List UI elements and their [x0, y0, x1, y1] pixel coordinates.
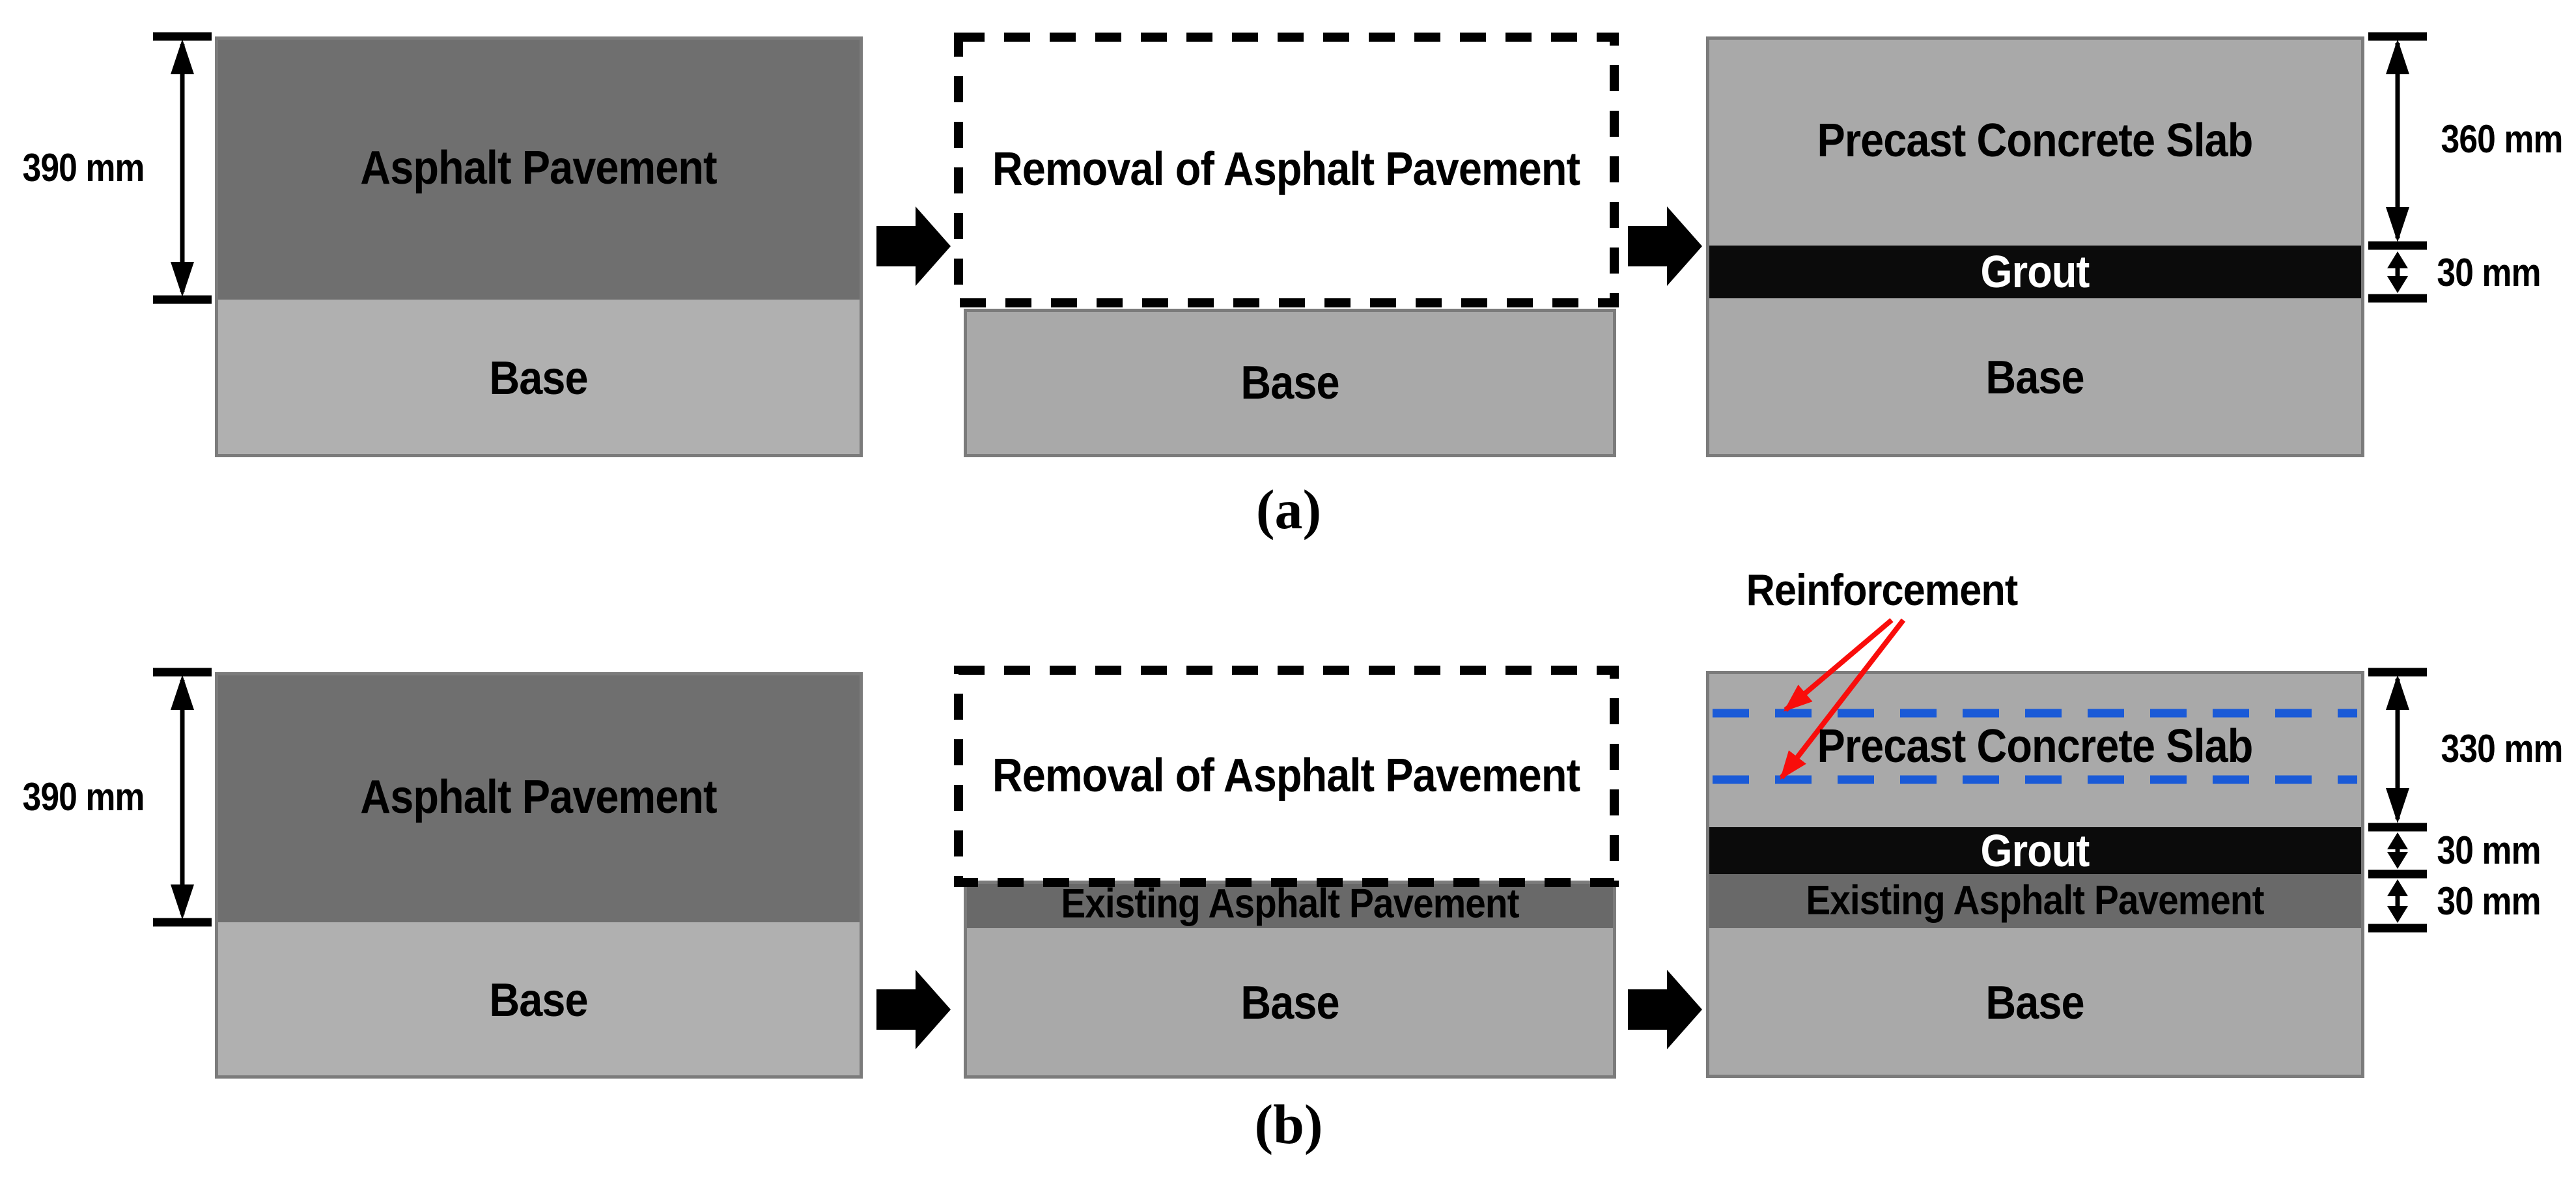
row-b-existing3-label: Existing Asphalt Pavement	[1806, 877, 2264, 924]
row-b-base3-label: Base	[1985, 977, 2084, 1029]
row-b-panel1-border	[215, 672, 863, 1079]
row-b-dim-30-existing-label: 30 mm	[2437, 879, 2541, 923]
row-a-dim-390-label: 390 mm	[22, 146, 145, 190]
row-a-base-layer-right	[1706, 298, 2364, 457]
row-b-caption: (b)	[1254, 1093, 1323, 1155]
row-b-slab-label: Precast Concrete Slab	[1817, 720, 2253, 772]
row-b-existing2-label: Existing Asphalt Pavement	[1061, 881, 1519, 927]
row-b-dim-30-grout-label: 30 mm	[2437, 828, 2541, 872]
row-a-base1-label: Base	[489, 352, 588, 404]
row-b-removal-label: Removal of Asphalt Pavement	[992, 750, 1580, 802]
row-b-asphalt-label: Asphalt Pavement	[360, 771, 717, 823]
row-a-slab-label: Precast Concrete Slab	[1817, 115, 2253, 167]
row-a-base2-label: Base	[1240, 357, 1339, 409]
row-a-base3-label: Base	[1985, 352, 2084, 404]
row-b-base-layer-right	[1706, 928, 2364, 1078]
row-b-flow-arrow-1-icon	[876, 970, 951, 1049]
row-a-panel1-border	[215, 36, 863, 457]
row-b-grout-label: Grout	[1980, 825, 2090, 876]
row-b-base1-label: Base	[489, 974, 588, 1026]
row-a-panel3-border	[1706, 36, 2364, 457]
row-a-dim-360-label: 360 mm	[2441, 117, 2563, 161]
row-a-caption: (a)	[1255, 478, 1322, 541]
row-a-slab-layer	[1706, 36, 2364, 246]
row-b-base2-label: Base	[1240, 977, 1339, 1029]
row-a-flow-arrow-1-icon	[876, 206, 951, 286]
row-b-dim-right	[2368, 668, 2427, 933]
row-b-removal-dashed-outline	[954, 666, 1619, 887]
row-a-removal-dashed-outline	[954, 33, 1619, 307]
row-a-dim-390	[153, 32, 212, 304]
row-b-dim-330-label: 330 mm	[2441, 727, 2563, 771]
row-b-panel3-border	[1706, 671, 2364, 1078]
row-b-slab-layer	[1706, 671, 2364, 827]
row-b-base-layer-middle	[964, 928, 1616, 1079]
row-a-removal-label: Removal of Asphalt Pavement	[992, 143, 1580, 195]
row-b-flow-arrow-2-icon	[1628, 970, 1702, 1049]
row-a-panel2-border	[964, 309, 1616, 457]
row-b-existing-asphalt-layer-right	[1706, 874, 2364, 928]
reinforcement-pointer-arrow-2	[1779, 618, 1906, 780]
row-b-existing-asphalt-layer-middle	[964, 881, 1616, 928]
row-b-asphalt-layer	[215, 672, 863, 922]
reinforcement-label: Reinforcement	[1746, 565, 2019, 615]
row-a-base-layer-middle	[964, 309, 1616, 457]
row-b-dim-390-label: 390 mm	[22, 775, 145, 819]
row-a-grout-label: Grout	[1980, 246, 2090, 297]
row-a-base-layer-left	[215, 300, 863, 457]
row-b-base-layer-left	[215, 922, 863, 1079]
row-a-asphalt-label: Asphalt Pavement	[360, 142, 717, 194]
reinforcement-pointer-arrow-1	[1783, 617, 1894, 713]
row-a-flow-arrow-2-icon	[1628, 206, 1702, 286]
row-a-dim-30-label: 30 mm	[2437, 251, 2541, 294]
row-a-grout-layer	[1706, 246, 2364, 298]
row-a-asphalt-layer	[215, 36, 863, 300]
row-b-dim-390	[153, 668, 212, 927]
row-a-dim-right	[2368, 32, 2427, 303]
row-b-grout-layer	[1706, 827, 2364, 874]
